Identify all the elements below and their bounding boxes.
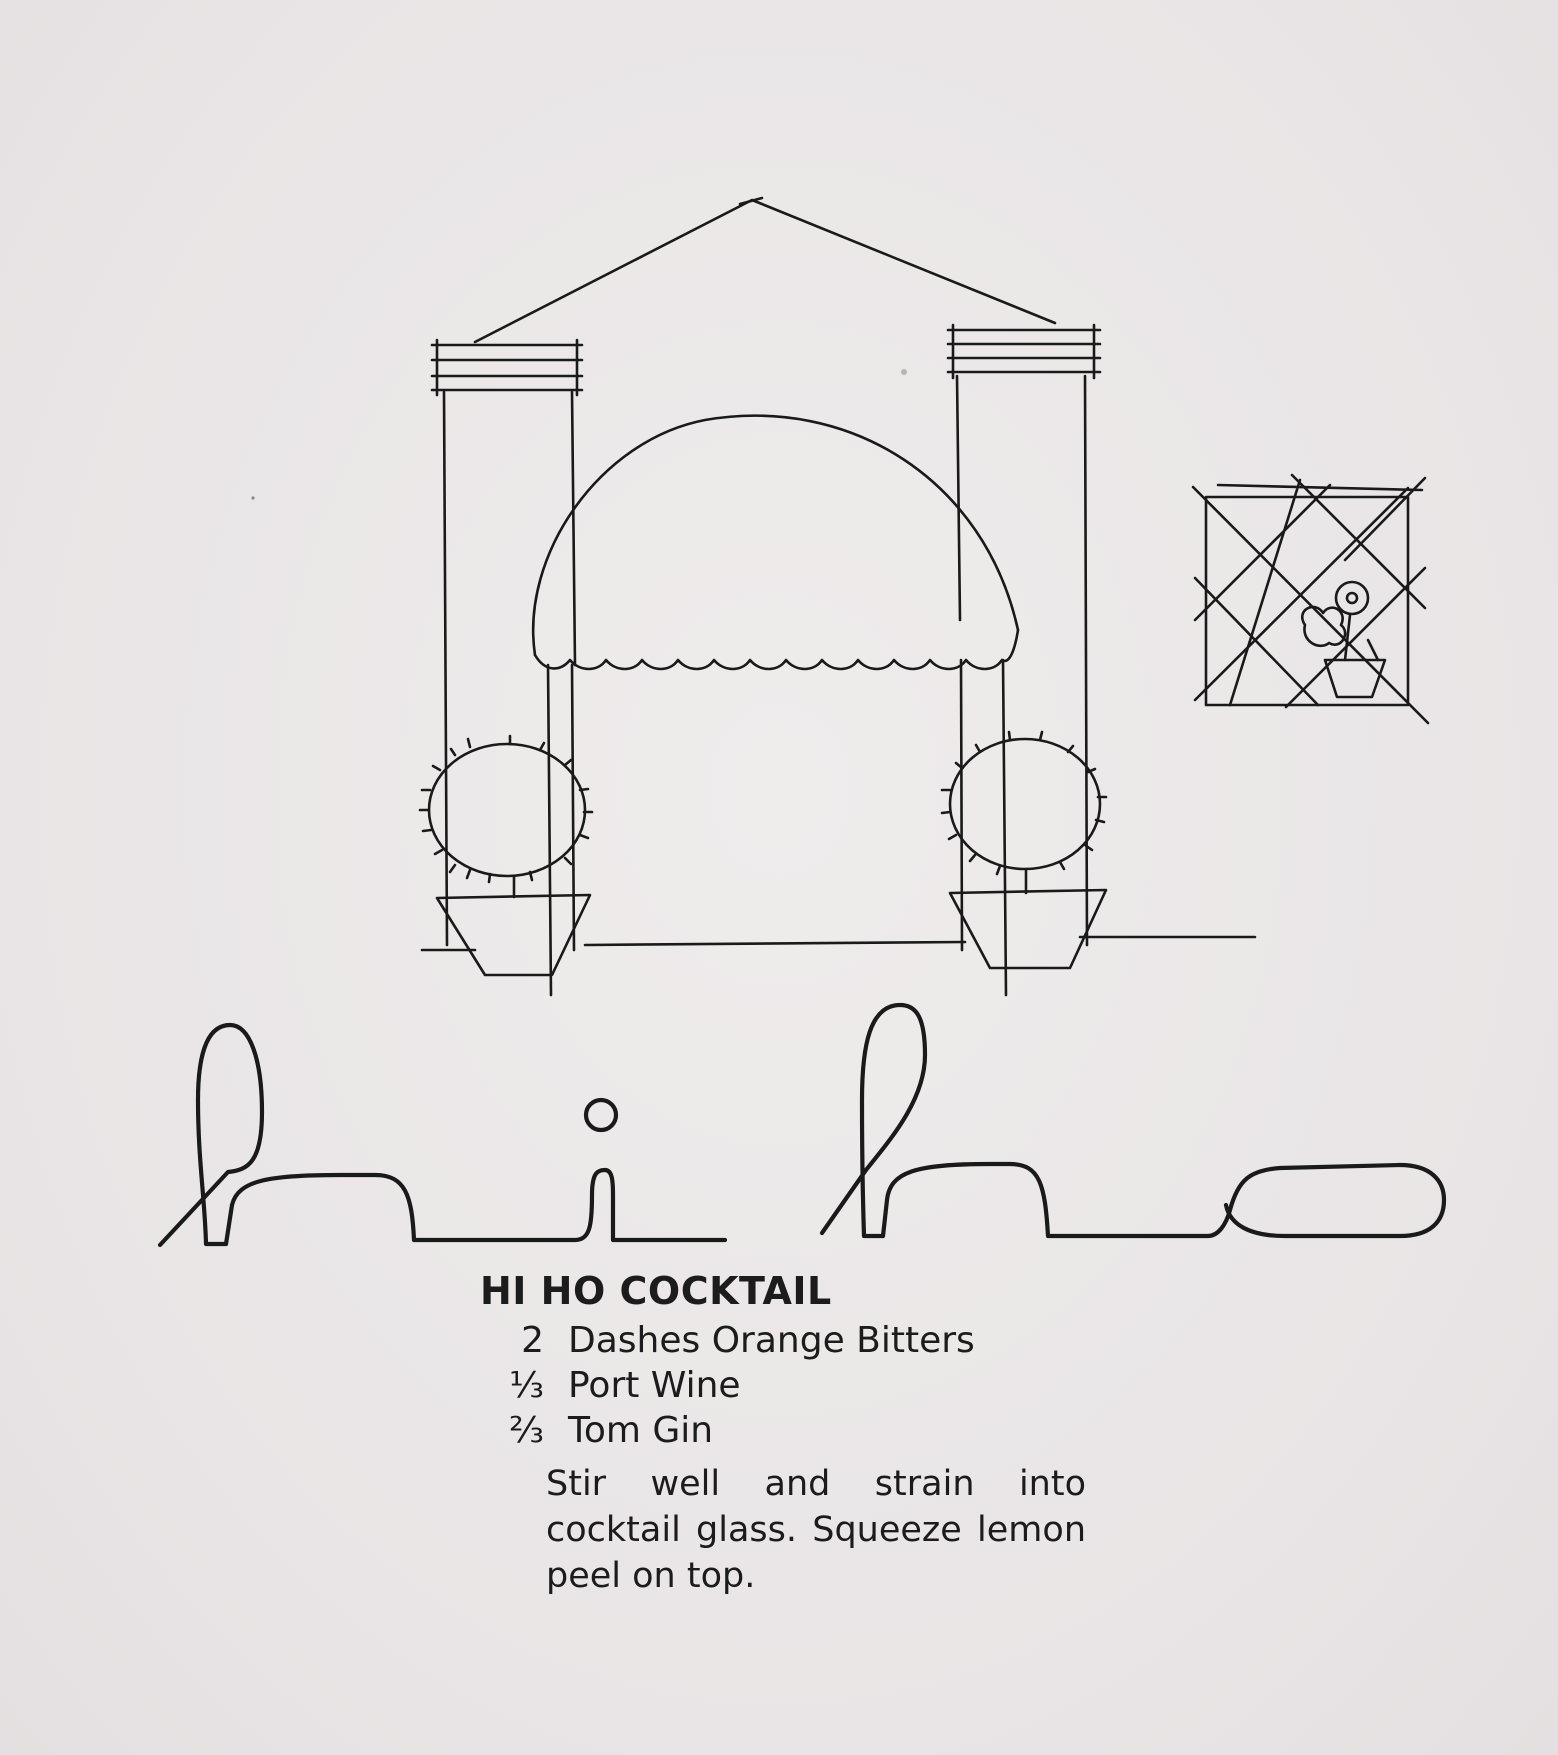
canopy-dome	[532, 414, 1020, 657]
ingredient-name: Tom Gin	[568, 1410, 714, 1451]
left-topiary-tree	[418, 734, 594, 977]
recipe-method: Stir well and strain into cocktail glass…	[546, 1464, 1086, 1596]
lattice-window	[1191, 473, 1430, 725]
ingredient-name: Port Wine	[568, 1365, 741, 1406]
ground-mid	[583, 940, 967, 947]
canopy-scallops	[533, 628, 1020, 671]
paper-speck	[251, 496, 255, 500]
right-column-outer	[1083, 374, 1089, 947]
paper-speck	[901, 369, 907, 375]
hi-ho-lettering	[157, 1002, 1447, 1248]
letter-h-2	[819, 1002, 1447, 1239]
ingredient-quantity: ⅓	[509, 1365, 544, 1406]
right-post-a	[959, 658, 964, 952]
right-post-b	[1001, 658, 1008, 997]
left-column-inner	[570, 390, 577, 667]
right-topiary-tree	[940, 730, 1108, 970]
right-column-inner	[955, 374, 962, 622]
roof-peak	[738, 196, 764, 206]
recipe-title: HI HO COCKTAIL	[480, 1269, 832, 1313]
left-post-b	[570, 663, 576, 952]
left-post-a	[546, 663, 553, 997]
right-column-cap	[946, 323, 1102, 380]
roof-line	[473, 198, 1057, 344]
ingredient-name: Dashes Orange Bitters	[568, 1320, 975, 1361]
left-column-cap	[430, 338, 584, 397]
ingredient-row: 2 Dashes Orange Bitters	[478, 1320, 1118, 1365]
ingredient-quantity: 2	[521, 1320, 544, 1361]
dot-i	[583, 1097, 619, 1133]
letter-h-1	[157, 1022, 728, 1248]
left-planter	[435, 893, 592, 977]
ingredient-row: ⅓ Port Wine	[478, 1365, 1118, 1410]
flower-pot-icon	[1301, 580, 1387, 699]
left-column-outer	[442, 390, 449, 947]
ingredient-row: ⅔ Tom Gin	[478, 1410, 1118, 1455]
ingredient-quantity: ⅔	[509, 1410, 544, 1451]
recipe-block: HI HO COCKTAIL 2 Dashes Orange Bitters ⅓…	[478, 1268, 1118, 1599]
right-planter	[948, 888, 1108, 970]
